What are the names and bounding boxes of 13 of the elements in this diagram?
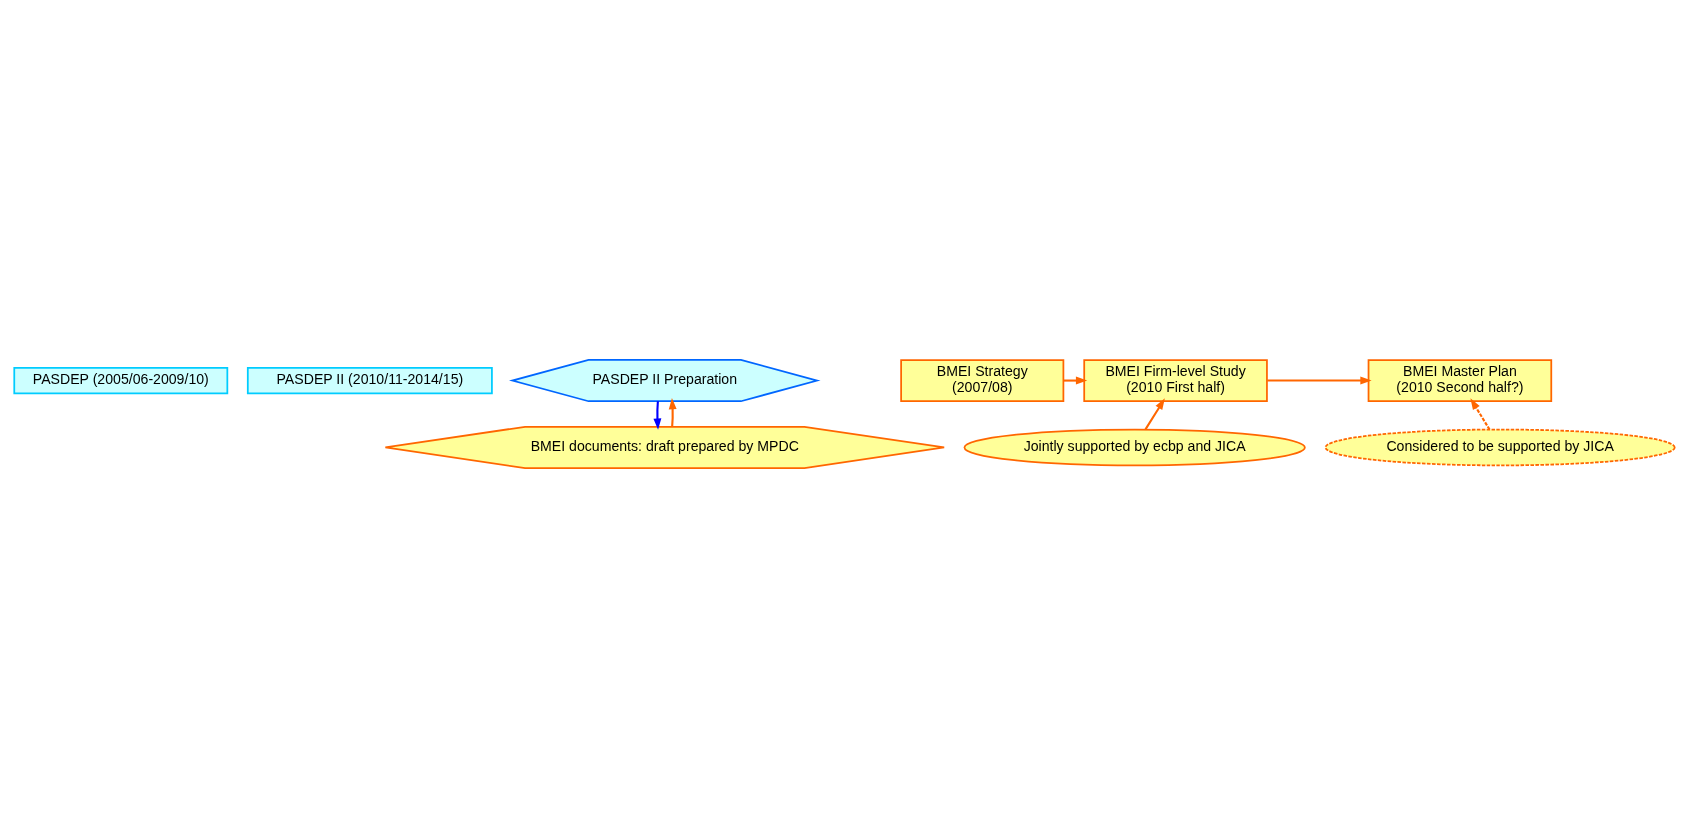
node-box: BMEI Firm-level Study (2010 First half) — [1083, 358, 1268, 402]
node-box: PASDEP (2005/06-2009/10) — [13, 366, 229, 394]
arrow — [653, 400, 662, 430]
arrow — [1063, 376, 1088, 385]
node-box: PASDEP II (2010/11-2014/15) — [246, 366, 493, 394]
node-box: BMEI Strategy (2007/08) — [900, 358, 1065, 402]
node-box: BMEI Master Plan (2010 Second half?) — [1367, 358, 1553, 402]
node-ellipse: Considered to be supported by JICA — [1324, 428, 1676, 466]
arrow — [1267, 376, 1372, 385]
arrow — [1144, 397, 1165, 430]
arrow — [668, 397, 677, 427]
node-ellipse: Jointly supported by ecbp and JICA — [963, 428, 1306, 466]
arrow — [1470, 397, 1491, 430]
